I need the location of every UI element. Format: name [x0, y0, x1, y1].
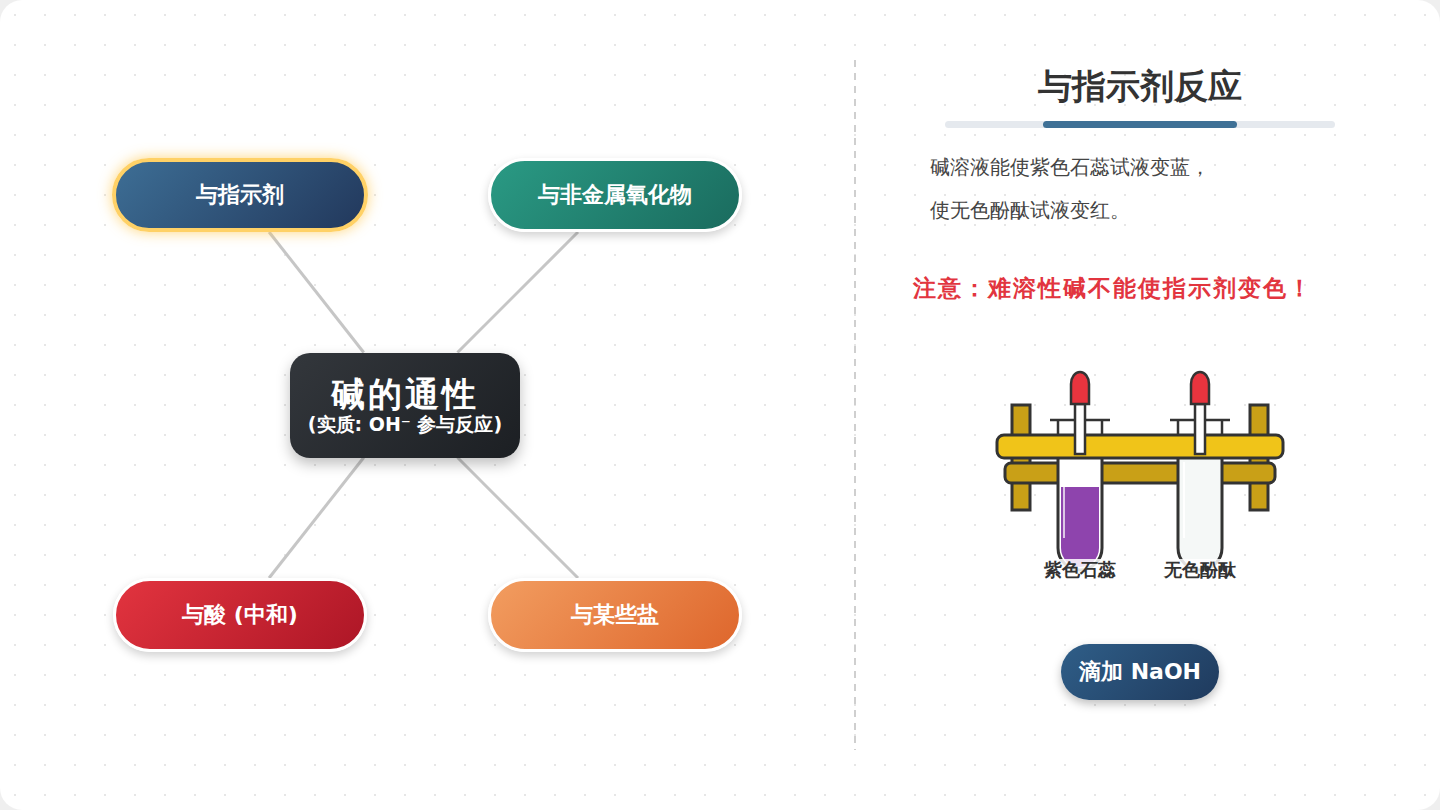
node-label: 与酸 (中和) — [182, 602, 298, 628]
action-button: 滴加 NaOH — [1061, 644, 1219, 700]
rack-top-bar — [997, 435, 1283, 458]
branch-node: 与指示剂 — [112, 158, 368, 232]
panel-title: 与指示剂反应 — [940, 64, 1340, 110]
dropper-left — [1050, 372, 1110, 454]
node-subtitle: (实质: OH⁻ 参与反应) — [308, 414, 502, 436]
center-node: 碱的通性(实质: OH⁻ 参与反应) — [290, 353, 520, 458]
title-underline-track — [945, 121, 1335, 128]
connector-line — [269, 458, 364, 579]
dropper-right — [1170, 372, 1230, 454]
branch-node: 与某些盐 — [488, 578, 742, 652]
branch-node: 与酸 (中和) — [113, 578, 367, 652]
description-text: 碱溶液能使紫色石蕊试液变蓝， 使无色酚酞试液变红。 — [930, 146, 1230, 232]
node-label: 碱的通性 — [331, 374, 479, 415]
divider-line — [854, 60, 856, 750]
test-tube-phenolphthalein — [1178, 455, 1222, 570]
connector-line — [269, 232, 364, 353]
connector-line — [458, 458, 579, 579]
node-label: 与某些盐 — [571, 602, 659, 628]
tube-label: 无色酚酞 — [1161, 559, 1239, 581]
node-label: 与非金属氧化物 — [538, 182, 692, 208]
node-label: 与指示剂 — [196, 182, 284, 208]
test-tube-litmus — [1058, 455, 1102, 570]
warning-note: 注意：难溶性碱不能使指示剂变色！ — [913, 274, 1383, 304]
node-label: 滴加 NaOH — [1079, 659, 1201, 685]
title-underline-bar — [1043, 121, 1237, 128]
branch-node: 与非金属氧化物 — [488, 158, 742, 232]
tube-label: 紫色石蕊 — [1041, 559, 1119, 581]
connector-line — [458, 232, 579, 353]
